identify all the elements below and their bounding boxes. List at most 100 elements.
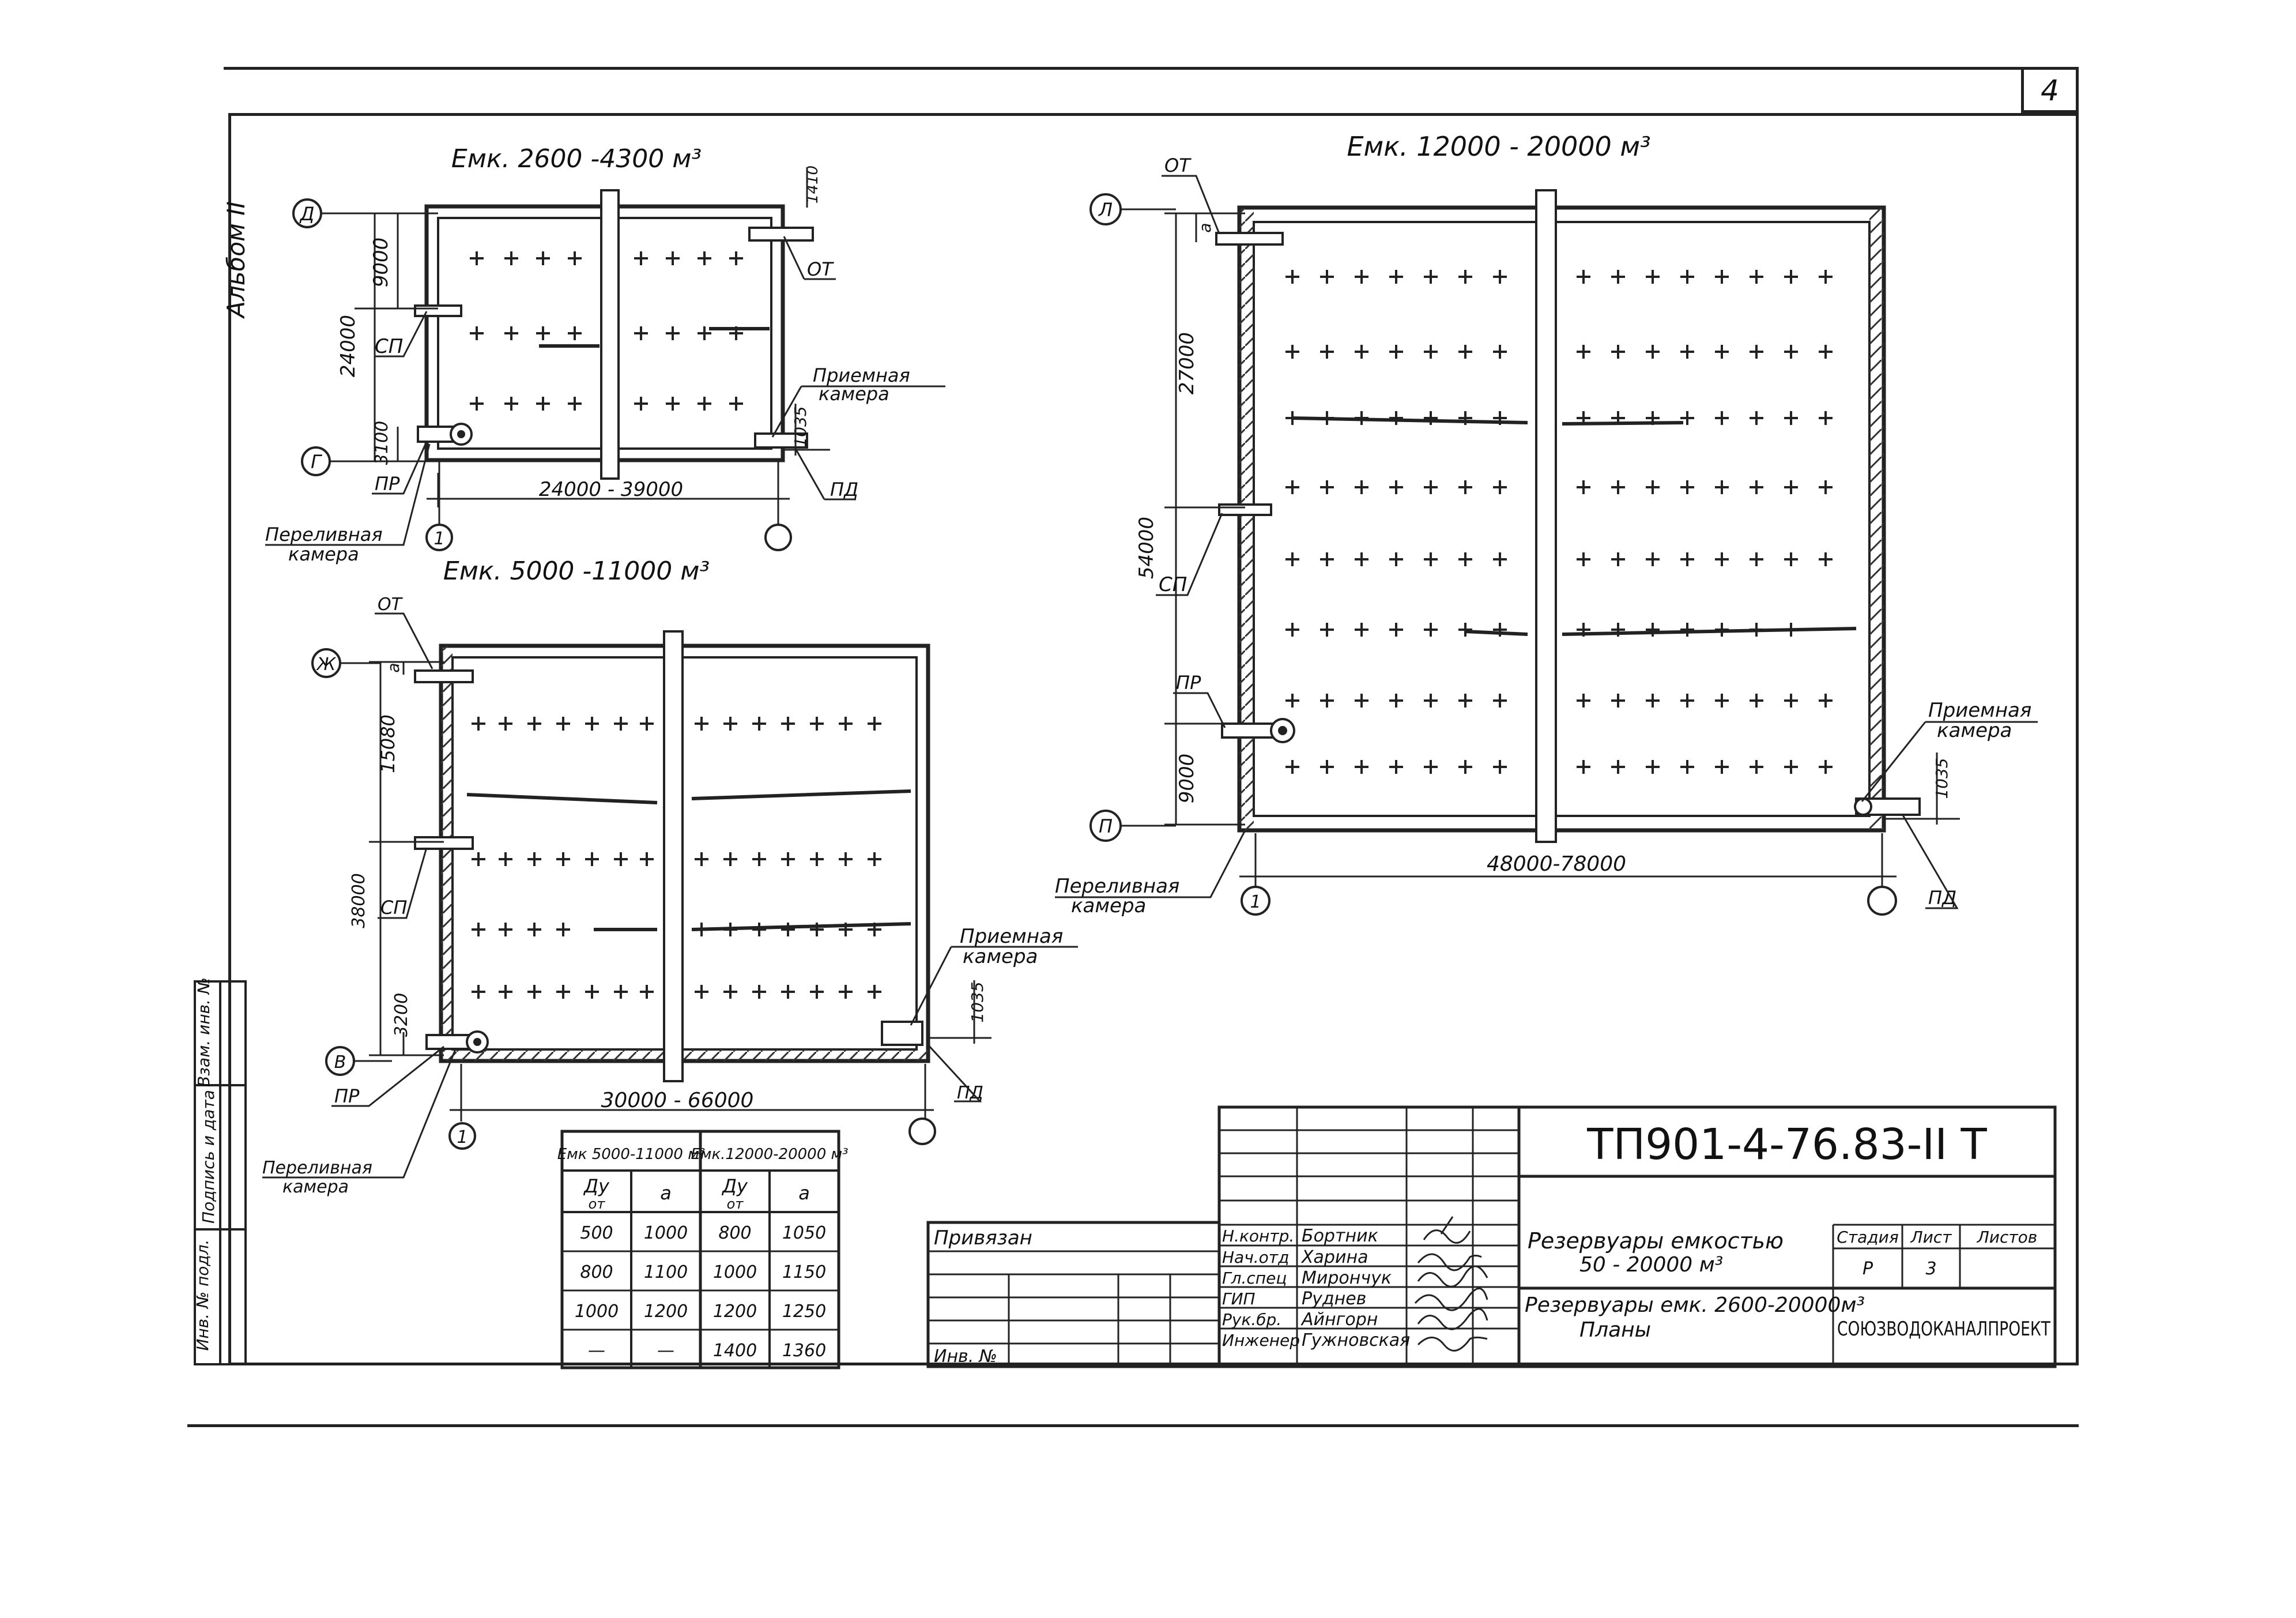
du-table-group2: Емк.12000-20000 м³ — [691, 1146, 848, 1163]
tb-name: Харина — [1300, 1247, 1368, 1267]
plan-small-dim-upper: 9000 — [370, 238, 393, 288]
du-table-group1: Емк 5000-11000 м³ — [557, 1146, 706, 1163]
du-table-col-a-2: а — [798, 1182, 810, 1204]
drawing-frame — [228, 113, 2079, 1365]
tb-code: ТП901-4-76.83-II Т — [1586, 1120, 1987, 1169]
plan-mid-lbl-pereliv-2: камера — [282, 1177, 349, 1197]
plan-large-dim-width: 48000-78000 — [1487, 852, 1626, 876]
tb-org: СОЮЗВОДОКАНАЛПРОЕКТ — [1837, 1318, 2050, 1341]
plan-small-title: Емк. 2600 -4300 м³ — [451, 144, 702, 174]
du-table-cell: 500 — [580, 1223, 613, 1243]
plan-mid-axis-top: Ж — [316, 654, 337, 675]
plan-large-lbl-pr: ПР — [1176, 672, 1201, 694]
plan-mid-dim-right: 1035 — [968, 981, 987, 1022]
tb-role: Инженер — [1222, 1331, 1300, 1350]
plan-mid: Емк. 5000 -11000 м³ 38000 15080 3200 а 1… — [262, 556, 1078, 1197]
plan-large-dim-total: 54000 — [1135, 517, 1158, 579]
plan-mid-outer-wall — [439, 644, 930, 1063]
plan-large-dim-upper: 27000 — [1175, 332, 1198, 394]
plan-large-axis-number: 1 — [1250, 892, 1261, 912]
tb-role: Н.контр. — [1222, 1226, 1294, 1246]
plan-small-axis-top: Д — [299, 203, 315, 225]
tb-stage-label: Стадия — [1837, 1228, 1898, 1247]
plan-mid-joint — [663, 630, 684, 1082]
du-table-cell: — — [657, 1341, 674, 1361]
du-table-cell: 800 — [580, 1262, 613, 1282]
tb-stage-value: Р — [1863, 1259, 1873, 1279]
tb-name: Гужновская — [1302, 1330, 1410, 1350]
tb-sheet-title-2: Планы — [1579, 1318, 1651, 1342]
signatures — [1414, 1216, 1488, 1352]
plan-large-title: Емк. 12000 - 20000 м³ — [1347, 131, 1650, 162]
plan-large: Емк. 12000 - 20000 м³ 54000 27000 9000 а… — [1055, 131, 2038, 917]
du-table-cell: 1000 — [575, 1301, 619, 1322]
tb-inv-no: Инв. № — [934, 1346, 997, 1367]
sheet-number: 4 — [2041, 74, 2059, 107]
tb-doc-title-2: 50 - 20000 м³ — [1579, 1253, 1723, 1277]
plan-small-dim-right: 1035 — [791, 406, 810, 447]
sheet-number-box — [2021, 67, 2079, 113]
plan-small-columns — [470, 251, 743, 411]
tb-name: Айнгорн — [1300, 1310, 1378, 1330]
du-table — [560, 1130, 840, 1369]
plan-small-lbl-pd: ПД — [830, 479, 858, 501]
plan-small-joint — [600, 189, 620, 480]
left-strip-sep-1 — [194, 1228, 247, 1231]
plan-mid-dim-total: 38000 — [349, 873, 369, 928]
du-table-cell: 1200 — [713, 1301, 757, 1322]
plan-mid-axis-number: 1 — [457, 1127, 468, 1147]
du-table-cell: 1200 — [644, 1301, 688, 1322]
plan-large-joint — [1535, 189, 1557, 843]
tb-name: Бортник — [1302, 1226, 1378, 1246]
plan-small-lbl-pereliv-1: Переливная — [265, 524, 383, 545]
plan-mid-dim-upper: 15080 — [377, 714, 399, 773]
du-table-col-a-1: а — [660, 1182, 672, 1204]
plan-mid-columns — [472, 717, 881, 999]
title-block — [926, 1105, 2057, 1368]
plan-large-dim-lower: 9000 — [1175, 754, 1198, 804]
plan-large-lbl-sp: СП — [1159, 573, 1187, 596]
plan-large-dim-right: 1035 — [1932, 758, 1951, 799]
tb-sheet-value: 3 — [1925, 1259, 1936, 1279]
plan-small: Емк. 2600 -4300 м³ 24000 9000 3100 1410 … — [265, 144, 945, 565]
du-table-cell: 1150 — [782, 1262, 826, 1282]
tb-doc-title-1: Резервуары емкостью — [1528, 1228, 1784, 1254]
du-table-col-du-sub-1: от — [589, 1196, 606, 1212]
plan-large-lbl-pereliv-1: Переливная — [1055, 875, 1179, 898]
tb-role: Рук.бр. — [1222, 1310, 1281, 1329]
plan-large-lbl-ot: ОТ — [1164, 155, 1192, 176]
plan-large-columns — [1285, 270, 1833, 774]
plan-small-lbl-pereliv-2: камера — [288, 543, 359, 565]
tb-privyazan: Привязан — [934, 1226, 1032, 1250]
tb-role: Гл.спец — [1222, 1269, 1287, 1288]
plan-large-lbl-priem-1: Приемная — [1928, 699, 2031, 722]
tb-roles: Н.контр. Нач.отд Гл.спец ГИП Рук.бр. Инж… — [1222, 1226, 1300, 1350]
tb-name: Мирончук — [1302, 1268, 1392, 1288]
plan-small-axis-bottom: Г — [311, 451, 322, 473]
plan-large-lbl-pd: ПД — [1928, 887, 1956, 909]
plan-large-axis-top: Л — [1098, 199, 1113, 221]
plan-mid-axis-bottom: В — [334, 1052, 346, 1073]
plan-mid-lbl-priem-1: Приемная — [960, 925, 1063, 948]
plan-small-lbl-ot: ОТ — [807, 258, 834, 280]
left-strip-sep-2 — [194, 1084, 247, 1086]
plan-large-inner-wall — [1253, 221, 1871, 817]
du-table-cell: 1000 — [644, 1223, 688, 1243]
plan-small-lbl-priem-1: Приемная — [813, 364, 910, 386]
du-table-col-du-sub-2: от — [727, 1196, 744, 1212]
plan-mid-dim-a: а — [384, 663, 403, 672]
plan-small-dim-lower: 3100 — [372, 421, 392, 465]
top-border-line — [224, 67, 2079, 70]
plan-mid-lbl-sp: СП — [380, 897, 407, 919]
plan-mid-lbl-pereliv-1: Переливная — [262, 1158, 372, 1178]
plan-large-outer-wall — [1237, 205, 1886, 833]
du-table-rows: 500 1000 800 1050 800 1100 1000 1150 100… — [575, 1223, 826, 1361]
tb-names: Бортник Харина Мирончук Руднев Айнгорн Г… — [1300, 1226, 1410, 1350]
plan-large-axis-bottom: П — [1099, 815, 1113, 837]
du-table-col-du-2: Ду — [721, 1175, 748, 1197]
du-table-cell: 1400 — [713, 1341, 757, 1361]
du-table-cell: 1360 — [782, 1341, 826, 1361]
plan-mid-title: Емк. 5000 -11000 м³ — [443, 556, 710, 586]
du-table-cell: 800 — [718, 1223, 751, 1243]
